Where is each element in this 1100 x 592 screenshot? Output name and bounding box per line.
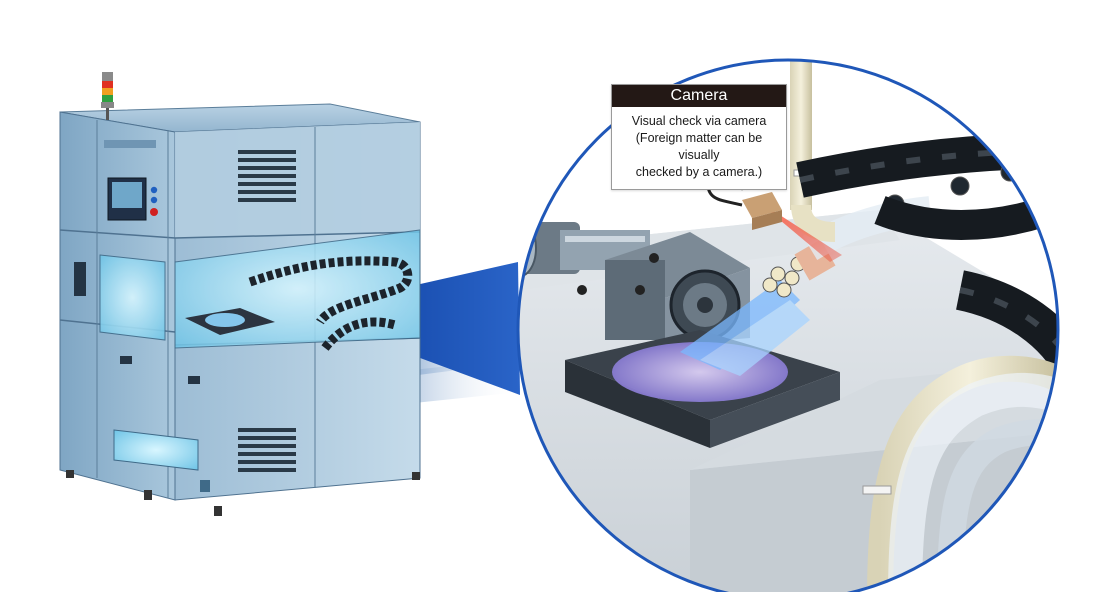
panel-button-red: [150, 208, 158, 216]
camera-sensor: [706, 170, 782, 230]
cable-chain-right: [862, 270, 1058, 592]
panel-button-blue: [150, 186, 158, 194]
zoom-circle-border: [516, 58, 1060, 592]
callout-line: (Foreign matter can be visually: [635, 131, 763, 162]
signal-tower-icon: [101, 72, 114, 120]
machine-cabinet: [59, 72, 421, 516]
cleaning-spray: [680, 280, 810, 376]
callout-line: checked by a camera.): [635, 165, 763, 179]
cable-chain-small: [248, 256, 413, 325]
callout-body: Visual check via camera (Foreign matter …: [612, 107, 786, 189]
camera-callout: Camera Visual check via camera (Foreign …: [611, 84, 787, 190]
callout-title: Camera: [612, 85, 786, 107]
callout-line: Visual check via camera: [631, 114, 767, 128]
zoom-detail-circle: [516, 58, 1060, 592]
